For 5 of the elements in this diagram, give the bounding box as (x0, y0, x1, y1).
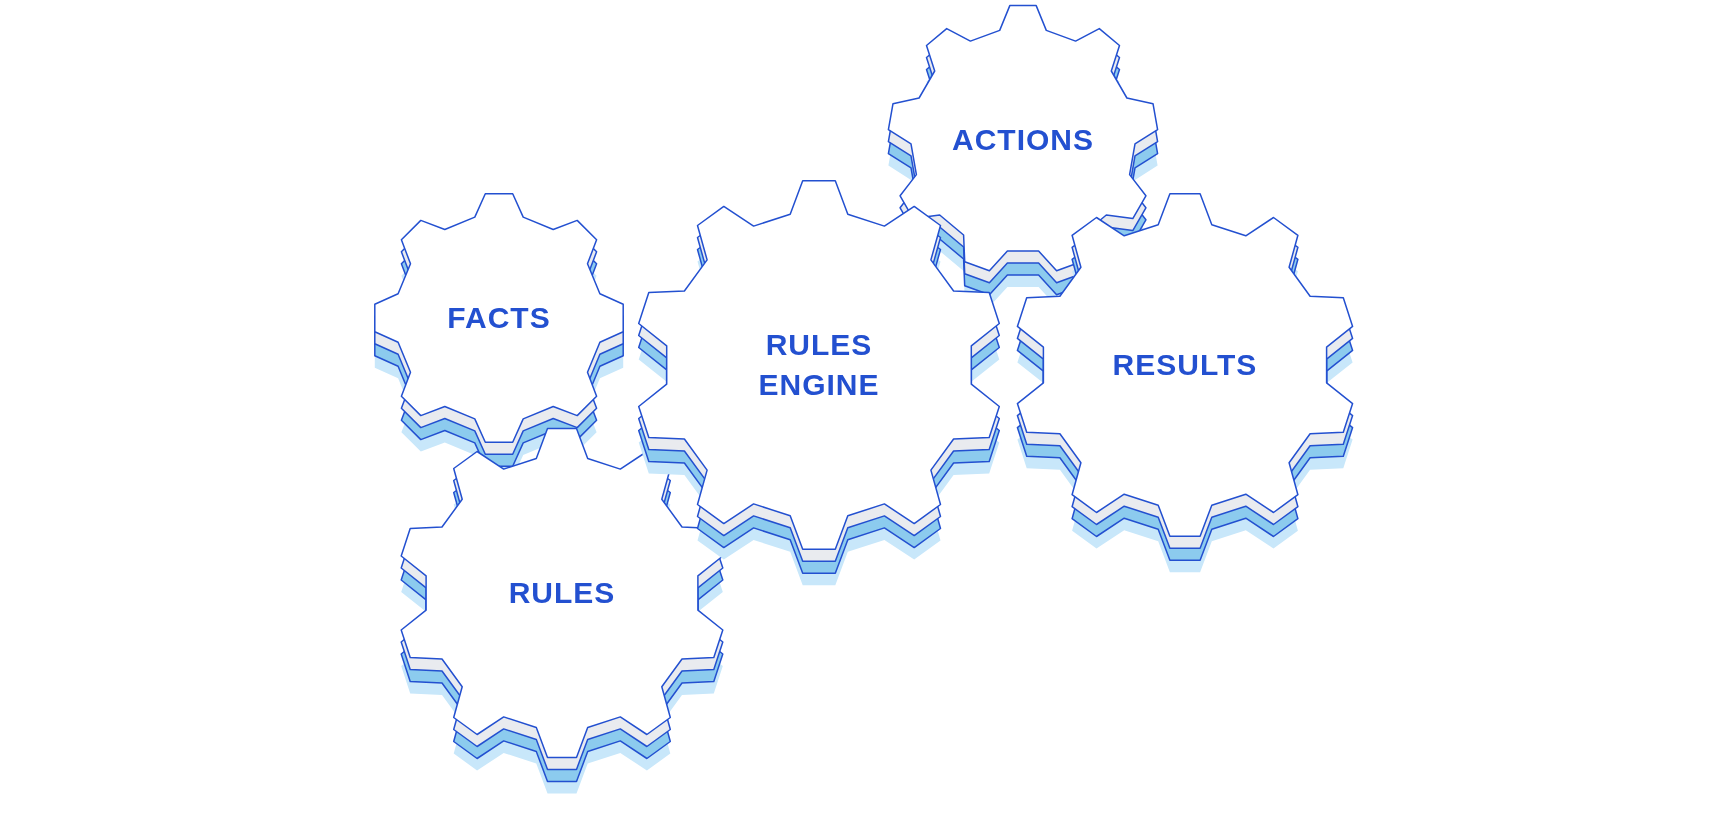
gear-label: RESULTS (1111, 347, 1259, 383)
gear-label: FACTS (446, 300, 552, 336)
gear-label: RULES (507, 575, 617, 611)
gear-label: RULES ENGINE (757, 327, 881, 403)
gear-label: ACTIONS (951, 122, 1095, 158)
